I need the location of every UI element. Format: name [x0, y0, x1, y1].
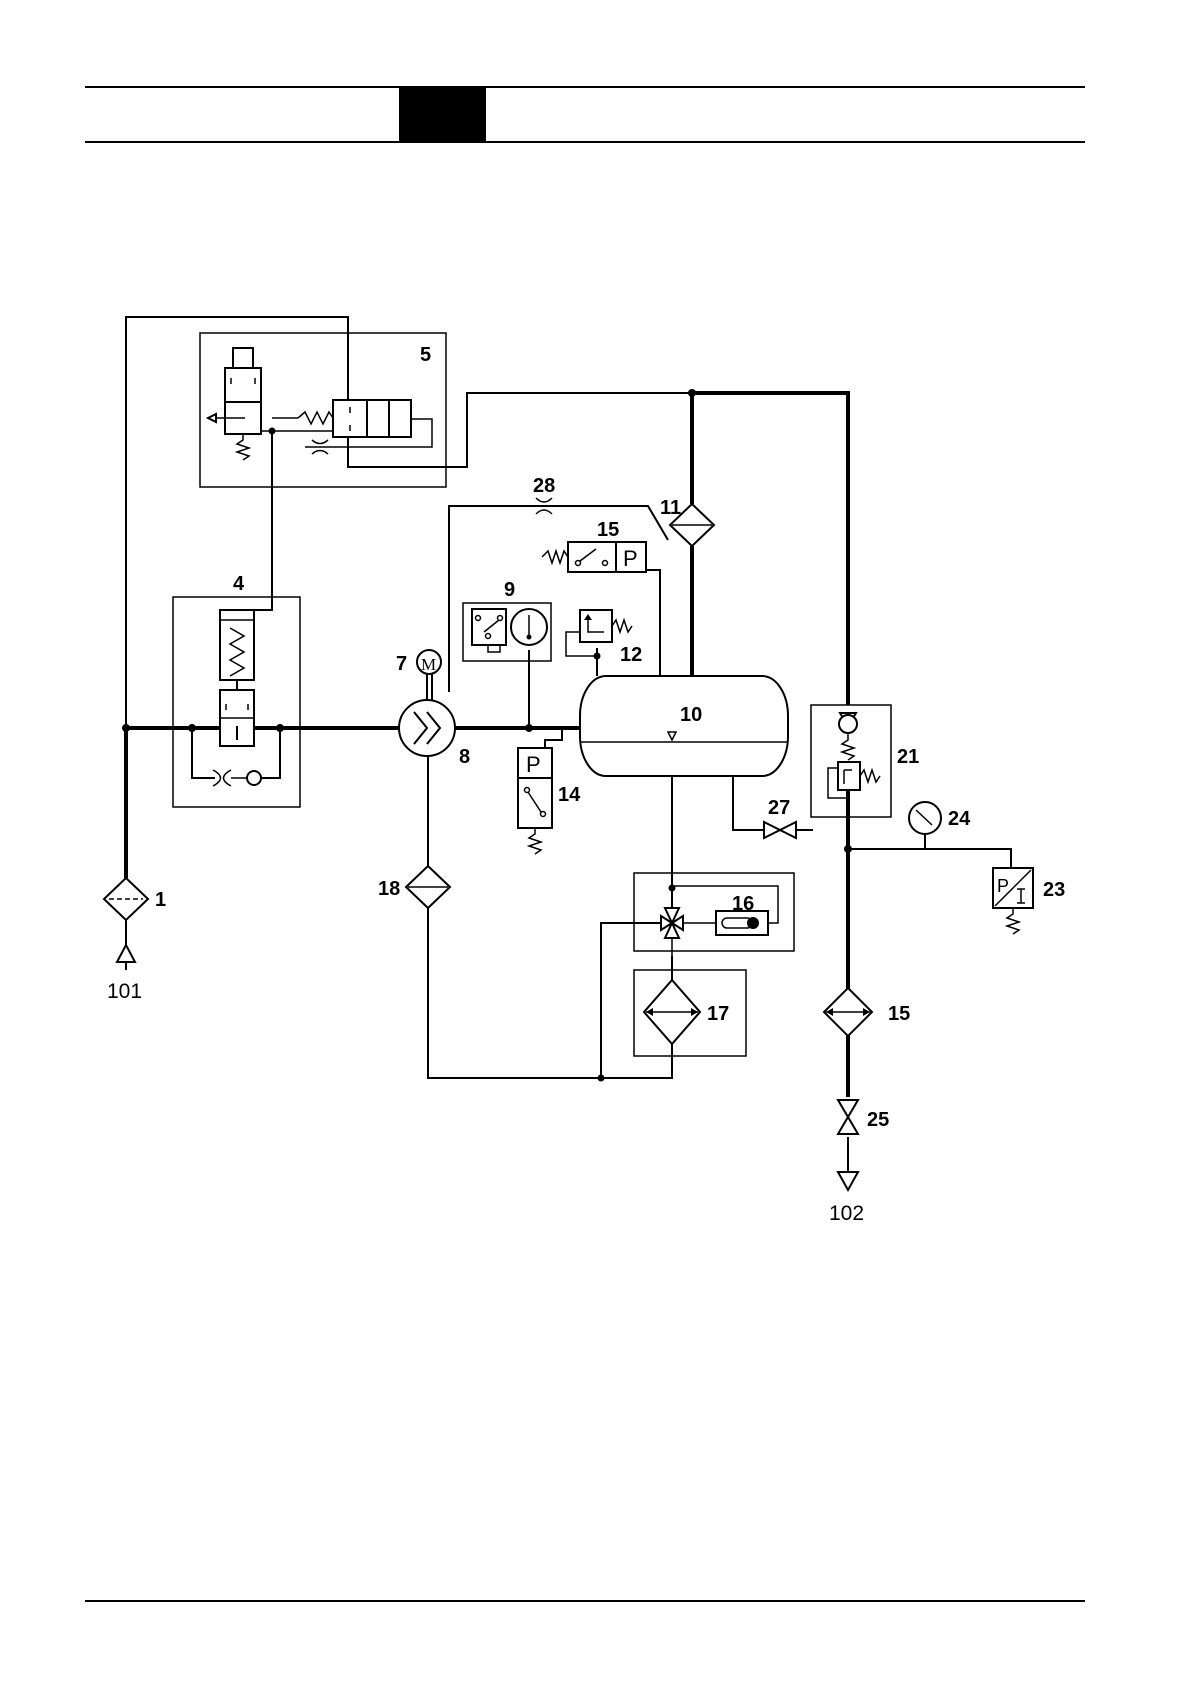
label-15-lower: 15 [888, 1003, 910, 1025]
label-27: 27 [768, 797, 790, 819]
pressure-switch-15-top: P [542, 542, 646, 572]
filter-15-lower [824, 988, 872, 1036]
control-unit-9 [463, 603, 551, 661]
label-4: 4 [233, 573, 245, 595]
label-11: 11 [660, 497, 681, 519]
drain-valve-27 [764, 822, 796, 838]
label-28: 28 [533, 475, 555, 497]
label-7: 7 [396, 653, 407, 675]
compressor-pump-8 [399, 700, 455, 756]
pressure-switch-14: P [518, 748, 552, 854]
label-102: 102 [829, 1202, 864, 1225]
label-25: 25 [867, 1109, 889, 1131]
label-14: 14 [558, 784, 581, 806]
valve-assembly-4 [173, 597, 300, 807]
ball-valve-25 [838, 1100, 858, 1134]
label-5: 5 [420, 344, 431, 366]
motor-letter: M [421, 655, 436, 674]
label-16: 16 [732, 893, 754, 915]
label-15-top: 15 [597, 519, 619, 541]
label-10: 10 [680, 704, 702, 726]
label-18: 18 [378, 878, 400, 900]
label-24: 24 [948, 808, 971, 830]
label-9: 9 [504, 579, 515, 601]
check-valve-21 [811, 705, 891, 817]
outlet-arrow-102 [838, 1172, 858, 1190]
label-23: 23 [1043, 879, 1065, 901]
pressure-letter-14: P [526, 752, 541, 777]
pressure-letter-15: P [623, 546, 638, 571]
label-12: 12 [620, 644, 642, 666]
main-pipework [126, 317, 1011, 1172]
motor-7: M [417, 650, 441, 705]
thermostatic-valve-16 [634, 873, 794, 956]
label-21: 21 [897, 746, 919, 768]
filter-18 [406, 866, 450, 908]
receiver-tank-10 [580, 676, 788, 776]
solenoid-valve-assembly-5 [200, 333, 446, 487]
label-8: 8 [459, 746, 470, 768]
label-1: 1 [155, 889, 166, 911]
filter-1 [104, 878, 148, 970]
pressure-letter-23: P [997, 876, 1009, 896]
pressure-gauge-24 [909, 802, 941, 834]
label-101: 101 [107, 980, 142, 1003]
label-17: 17 [707, 1003, 729, 1025]
pressure-transducer-23: P [993, 868, 1033, 934]
